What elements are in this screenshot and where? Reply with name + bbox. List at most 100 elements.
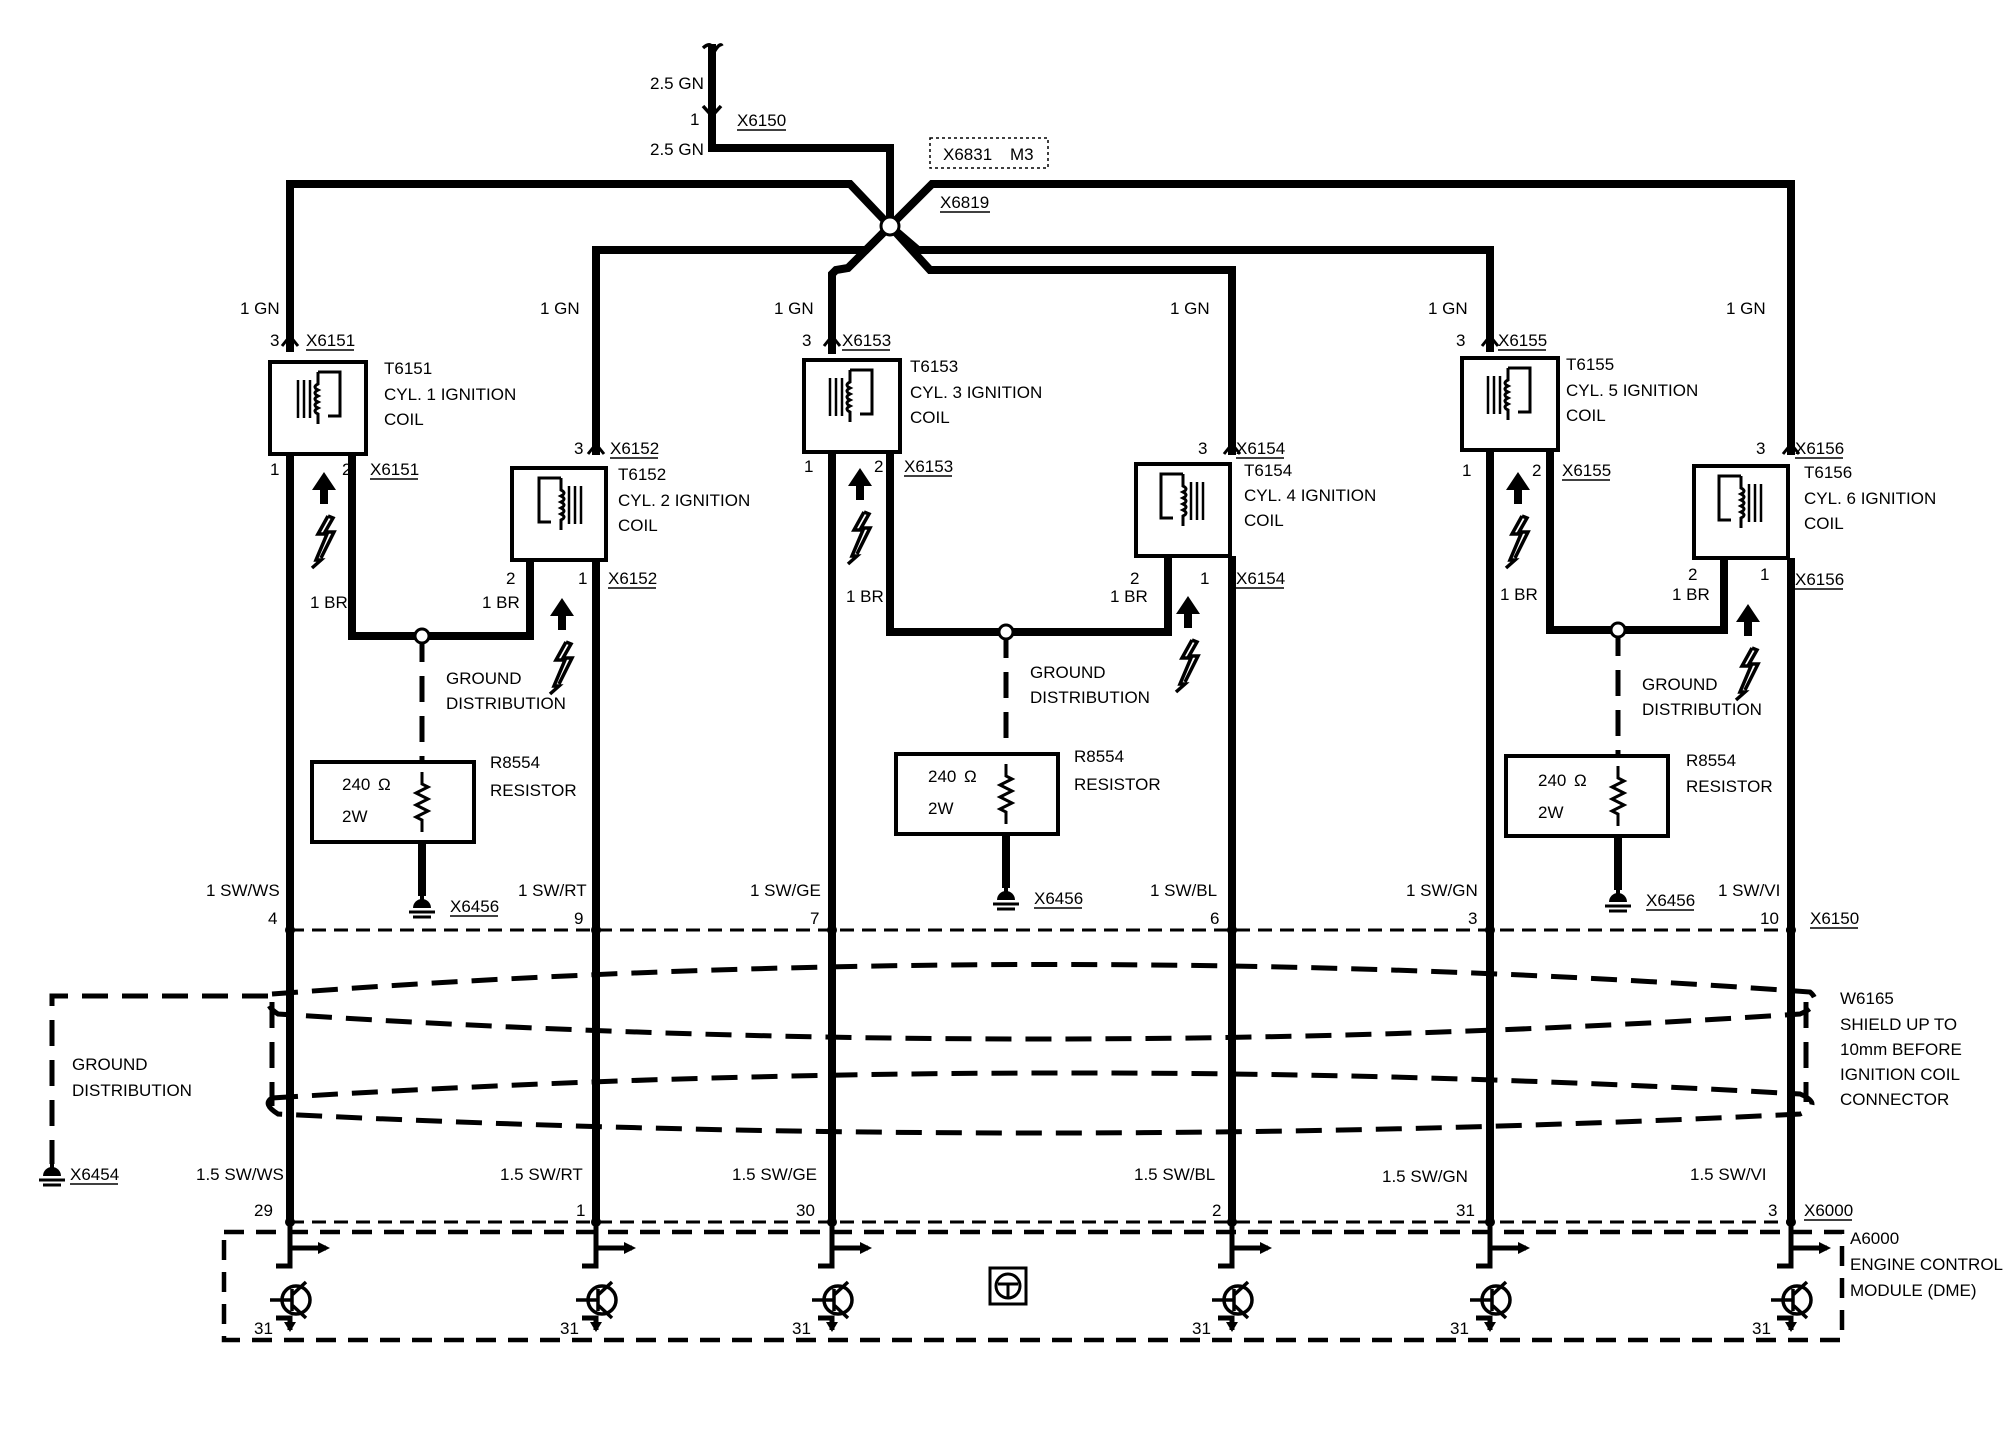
- ecm-pin-3: 30: [796, 1201, 815, 1220]
- coil3-pin-sig: 1: [804, 457, 813, 476]
- resistor2-power: 2W: [928, 799, 954, 818]
- harness-wire-2: 1 SW/RT: [518, 881, 587, 900]
- ecm-wire-6: 1.5 SW/VI: [1690, 1165, 1767, 1184]
- coil3-sub: COIL: [910, 408, 950, 427]
- output-stage-4: 31: [1192, 1222, 1272, 1338]
- resistor1-box: [310, 760, 476, 844]
- coil1-feed-wire: 1 GN: [240, 299, 280, 318]
- coil-t6154: 1 GN 3 X6154 T6154 CYL. 4 IGNITION COIL …: [1110, 299, 1376, 694]
- output-stage-1-gnd-pin: 31: [254, 1319, 273, 1338]
- shield-line-4: CONNECTOR: [1840, 1090, 1949, 1109]
- coil1-gnd-wire: 1 BR: [310, 593, 348, 612]
- harness-wire-5: 1 SW/GN: [1406, 881, 1478, 900]
- feed-distribution: [286, 180, 1795, 455]
- coil3-connector-top: X6153: [842, 331, 891, 350]
- ecm-id: A6000: [1850, 1229, 1899, 1248]
- harness-pin-3: 7: [810, 909, 819, 928]
- coil4-connector-top: X6154: [1236, 439, 1285, 458]
- supply-connector-label: X6150: [737, 111, 786, 130]
- coil-t6151: 1 GN 3 X6151 T6151 CYL. 1 IGNITION COIL …: [240, 299, 516, 612]
- supply-pin-label: 1: [690, 110, 699, 129]
- ecm-module-a6000: A6000 ENGINE CONTROL MODULE (DME): [221, 1229, 2003, 1343]
- coil1-sub: COIL: [384, 410, 424, 429]
- coil4-connector-bottom: X6154: [1236, 569, 1285, 588]
- coil6-pin-sig: 1: [1760, 565, 1769, 584]
- ecm-name-line2: MODULE (DME): [1850, 1281, 1977, 1300]
- splice-label-box: [929, 137, 1049, 169]
- harness-pin-1: 4: [268, 909, 277, 928]
- resistor2-unit: Ω: [964, 767, 977, 786]
- coil3-pin-feed: 3: [802, 331, 811, 350]
- coil-t6156: 1 GN 3 X6156 T6156 CYL. 6 IGNITION COIL …: [1672, 299, 1936, 702]
- coil2-pin-feed: 3: [574, 439, 583, 458]
- ground-distribution-2: GROUND DISTRIBUTION 240 Ω 2W R8554 RESIS…: [894, 663, 1161, 911]
- resistor3-value: 240: [1538, 771, 1566, 790]
- coil2-pin-gnd: 2: [506, 569, 515, 588]
- shield-w6165: X6454 GROUND DISTRIBUTION W6165 SHIELD U…: [37, 962, 1962, 1187]
- coil4-pin-sig: 1: [1200, 569, 1209, 588]
- output-stage-1: 31: [254, 1222, 330, 1338]
- coil2-pin-sig: 1: [578, 569, 587, 588]
- coil1-pin-feed: 3: [270, 331, 279, 350]
- output-stage-2: 31: [560, 1222, 636, 1338]
- shield-line-1: SHIELD UP TO: [1840, 1015, 1957, 1034]
- coil1-pin-gnd: 2: [342, 460, 351, 479]
- coil5-sub: COIL: [1566, 406, 1606, 425]
- coil-t6152: 1 GN 3 X6152 T6152 CYL. 2 IGNITION COIL …: [482, 299, 750, 696]
- coil5-connector-bottom: X6155: [1562, 461, 1611, 480]
- resistor2-id: R8554: [1074, 747, 1124, 766]
- coil2-id: T6152: [618, 465, 666, 484]
- coil4-sub: COIL: [1244, 511, 1284, 530]
- resistor1-power: 2W: [342, 807, 368, 826]
- coil6-sub: COIL: [1804, 514, 1844, 533]
- resistor3-power: 2W: [1538, 803, 1564, 822]
- resistor3-ground: X6456: [1646, 891, 1695, 910]
- ecm-connector-label: X6000: [1804, 1201, 1853, 1220]
- harness-pin-4: 6: [1210, 909, 1219, 928]
- splice-label-1: X6831: [943, 145, 992, 164]
- ecm-logo-icon: [988, 1266, 1028, 1306]
- coil3-connector-bottom: X6153: [904, 457, 953, 476]
- coil2-sub: COIL: [618, 516, 658, 535]
- ecm-wire-1: 1.5 SW/WS: [196, 1165, 284, 1184]
- shield-gd-line2: DISTRIBUTION: [72, 1081, 192, 1100]
- coil4-pin-feed: 3: [1198, 439, 1207, 458]
- coil6-pin-feed: 3: [1756, 439, 1765, 458]
- resistor3-unit: Ω: [1574, 771, 1587, 790]
- harness-connector: 1 SW/WS 1 SW/RT 1 SW/GE 1 SW/BL 1 SW/GN …: [206, 881, 1859, 935]
- output-stage-3: 31: [792, 1222, 872, 1338]
- ground-distribution-3: GROUND DISTRIBUTION 240 Ω 2W R8554 RESIS…: [1504, 675, 1773, 913]
- output-stage-3-gnd-pin: 31: [792, 1319, 811, 1338]
- ecm-connector: 1.5 SW/WS 1.5 SW/RT 1.5 SW/GE 1.5 SW/BL …: [196, 1165, 1853, 1227]
- shield-line-2: 10mm BEFORE: [1840, 1040, 1962, 1059]
- ecm-pin-6: 3: [1768, 1201, 1777, 1220]
- coil4-name: CYL. 4 IGNITION: [1244, 486, 1376, 505]
- output-stage-5-gnd-pin: 31: [1450, 1319, 1469, 1338]
- ecm-wire-3: 1.5 SW/GE: [732, 1165, 817, 1184]
- shield-id: W6165: [1840, 989, 1894, 1008]
- resistor2-box: [894, 752, 1060, 836]
- supply-top-wire-label: 2.5 GN: [650, 74, 704, 93]
- coil6-pin-gnd: 2: [1688, 565, 1697, 584]
- resistor1-name: RESISTOR: [490, 781, 577, 800]
- ecm-wire-5: 1.5 SW/GN: [1382, 1167, 1468, 1186]
- coil6-name: CYL. 6 IGNITION: [1804, 489, 1936, 508]
- gd2-line1: GROUND: [1030, 663, 1106, 682]
- output-stage-5: 31: [1450, 1222, 1530, 1338]
- splice-connector-label: X6819: [940, 193, 989, 212]
- coil3-id: T6153: [910, 357, 958, 376]
- supply-feed: 2.5 GN 1 X6150 2.5 GN X6831 M3 X6819: [650, 43, 1049, 226]
- ecm-pin-2: 1: [576, 1201, 585, 1220]
- coil-t6153: 1 GN 3 X6153 T6153 CYL. 3 IGNITION COIL …: [774, 299, 1042, 606]
- harness-wire-3: 1 SW/GE: [750, 881, 821, 900]
- gd3-line2: DISTRIBUTION: [1642, 700, 1762, 719]
- ecm-wire-4: 1.5 SW/BL: [1134, 1165, 1215, 1184]
- coil4-feed-wire: 1 GN: [1170, 299, 1210, 318]
- signal-wires: [286, 450, 1795, 1222]
- resistor3-id: R8554: [1686, 751, 1736, 770]
- resistor1-id: R8554: [490, 753, 540, 772]
- gd3-line1: GROUND: [1642, 675, 1718, 694]
- gd2-line2: DISTRIBUTION: [1030, 688, 1150, 707]
- coil5-gnd-wire: 1 BR: [1500, 585, 1538, 604]
